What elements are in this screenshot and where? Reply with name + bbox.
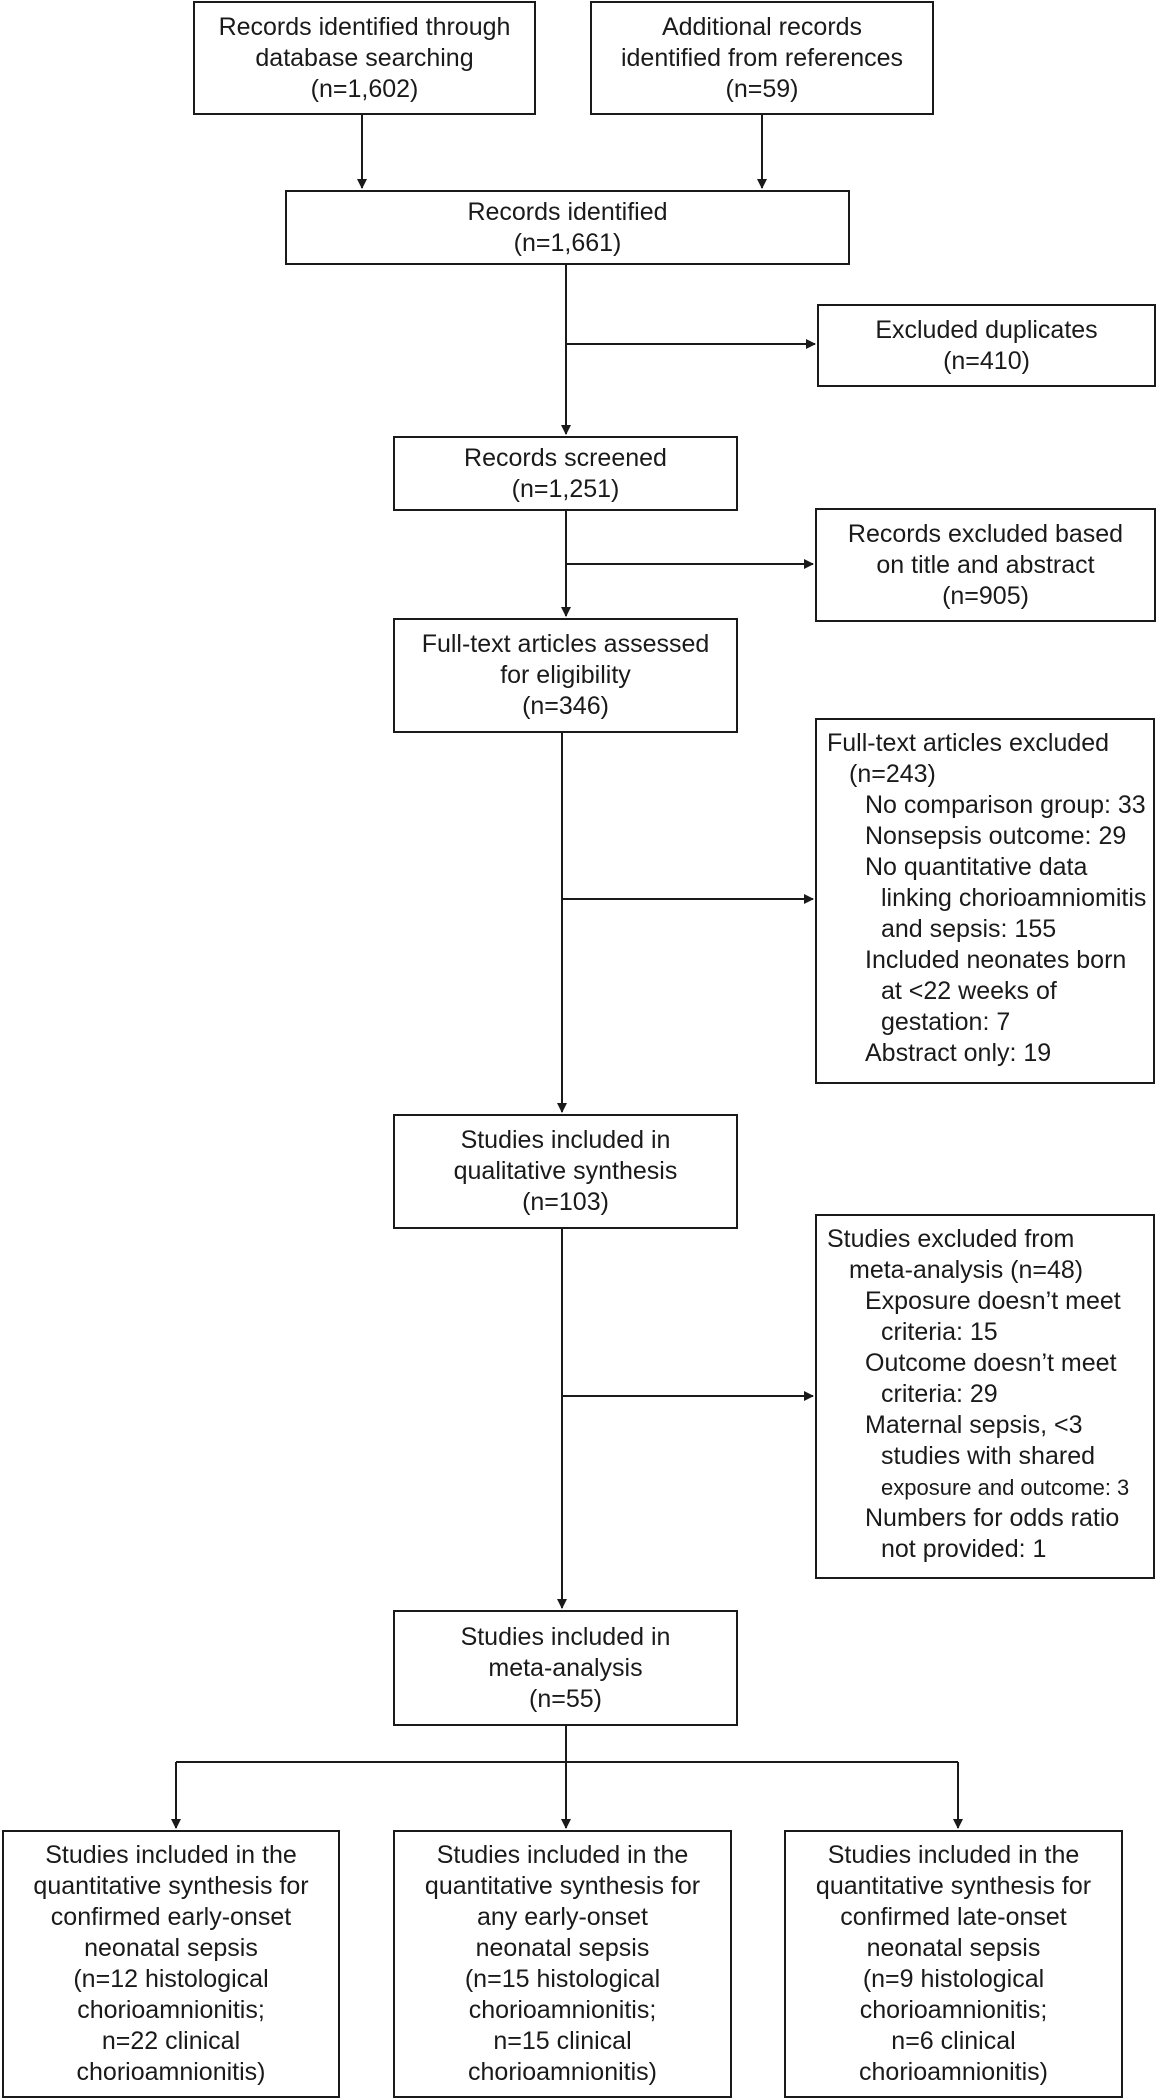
confirmed-early-onset-box-line-1: Studies included in the	[45, 1841, 297, 1869]
reason-no-quant-line3: and sepsis: 155	[881, 915, 1057, 943]
any-early-onset-box: Studies included in the quantitative synt…	[393, 1830, 732, 2098]
qualitative-synthesis-box-line-2: qualitative synthesis	[453, 1157, 678, 1185]
confirmed-early-onset-box-line-7: n=22 clinical	[101, 2027, 241, 2055]
reason-maternal-line3: exposure and outcome: 3	[881, 1475, 1130, 1500]
reason-under22: Included neonates born	[865, 946, 1127, 974]
fulltext-assessed-box-line-2: for eligibility	[500, 661, 631, 689]
confirmed-late-onset-box-line-7: n=6 clinical	[891, 2027, 1016, 2055]
confirmed-early-onset-box-line-5: (n=12 histological	[73, 1965, 269, 1993]
reason-no-comparison: No comparison group: 33	[865, 791, 1146, 819]
excluded-duplicates-box-line-1: Excluded duplicates	[875, 315, 1098, 344]
reason-exposure-line2: criteria: 15	[881, 1318, 998, 1346]
any-early-onset-box-line-3: any early-onset	[477, 1903, 648, 1931]
reason-no-quant: No quantitative data	[865, 853, 1088, 881]
meta-excluded-title: Studies excluded from	[827, 1225, 1075, 1253]
confirmed-early-onset-box-line-2: quantitative synthesis for	[33, 1872, 309, 1900]
fulltext-assessed-box-line-1: Full-text articles assessed	[421, 630, 710, 658]
reason-nonsepsis: Nonsepsis outcome: 29	[865, 822, 1127, 850]
reason-no-quant-line2: linking chorioamniomitis	[881, 884, 1147, 912]
reason-odds-ratio: Numbers for odds ratio	[865, 1504, 1120, 1532]
any-early-onset-box-line-5: (n=15 histological	[464, 1965, 661, 1993]
meta-excluded-count: meta-analysis (n=48)	[849, 1256, 1084, 1284]
reason-abstract-only: Abstract only: 19	[865, 1039, 1052, 1067]
fulltext-assessed-box-line-3: (n=346)	[522, 692, 609, 720]
title-abstract-excluded-box-line-2: on title and abstract	[876, 550, 1095, 579]
reason-odds-ratio-line2: not provided: 1	[881, 1535, 1047, 1563]
confirmed-late-onset-box-line-6: chorioamnionitis;	[859, 1996, 1048, 2024]
reason-maternal: Maternal sepsis, <3	[865, 1411, 1083, 1439]
fulltext-excluded-title: Full-text articles excluded	[827, 729, 1110, 757]
fulltext-excluded-box: Full-text articles excluded (n=243) No c…	[815, 718, 1155, 1084]
confirmed-late-onset-box: Studies included in the quantitative synt…	[784, 1830, 1123, 2098]
confirmed-early-onset-box-line-4: neonatal sepsis	[84, 1934, 258, 1962]
any-early-onset-box-line-1: Studies included in the	[436, 1841, 689, 1869]
confirmed-early-onset-box-line-3: confirmed early-onset	[50, 1903, 292, 1931]
confirmed-early-onset-box: Studies included in the quantitative synt…	[2, 1830, 340, 2098]
references-box-line-1: Additional records	[661, 12, 863, 41]
reason-outcome-line2: criteria: 29	[881, 1380, 998, 1408]
records-identified-box: Records identified(n=1,661)	[285, 190, 850, 265]
confirmed-late-onset-box-line-4: neonatal sepsis	[866, 1934, 1041, 1962]
records-screened-box-line-1: Records screened	[464, 443, 667, 472]
qualitative-synthesis-box-line-1: Studies included in	[460, 1126, 671, 1154]
title-abstract-excluded-box-line-3: (n=905)	[942, 581, 1029, 610]
records-identified-box-line-2: (n=1,661)	[513, 228, 622, 257]
confirmed-late-onset-box-line-5: (n=9 histological	[862, 1965, 1045, 1993]
references-box-line-2: identified from references	[620, 43, 904, 72]
reason-outcome: Outcome doesn’t meet	[865, 1349, 1117, 1377]
meta-analysis-box-line-2: meta-analysis	[488, 1653, 643, 1682]
reason-exposure: Exposure doesn’t meet	[865, 1287, 1121, 1315]
confirmed-early-onset-box-line-6: chorioamnionitis;	[77, 1996, 265, 2024]
records-identified-box-line-1: Records identified	[467, 197, 668, 226]
any-early-onset-box-line-2: quantitative synthesis for	[424, 1872, 701, 1900]
confirmed-late-onset-box-line-2: quantitative synthesis for	[815, 1872, 1092, 1900]
reason-under22-line2: at <22 weeks of	[881, 977, 1057, 1005]
db-search-box-line-1: Records identified through	[218, 12, 511, 41]
confirmed-early-onset-box-line-8: chorioamnionitis)	[76, 2058, 266, 2086]
references-box-line-3: (n=59)	[725, 74, 799, 103]
reason-under22-line3: gestation: 7	[881, 1008, 1011, 1036]
confirmed-late-onset-box-line-1: Studies included in the	[827, 1841, 1080, 1869]
title-abstract-excluded-box-line-1: Records excluded based	[847, 519, 1124, 548]
db-search-box-line-2: database searching	[255, 43, 474, 72]
records-screened-box: Records screened(n=1,251)	[393, 436, 738, 511]
any-early-onset-box-line-8: chorioamnionitis)	[468, 2058, 657, 2086]
meta-analysis-box-line-1: Studies included in	[460, 1622, 671, 1651]
qualitative-synthesis-box: Studies included in qualitative synthesis…	[393, 1114, 738, 1229]
records-screened-box-line-2: (n=1,251)	[511, 474, 620, 503]
reason-maternal-line2: studies with shared	[881, 1442, 1096, 1470]
excluded-duplicates-box-line-2: (n=410)	[943, 346, 1030, 375]
excluded-duplicates-box: Excluded duplicates(n=410)	[817, 304, 1156, 387]
confirmed-late-onset-box-line-8: chorioamnionitis)	[859, 2058, 1048, 2086]
any-early-onset-box-line-7: n=15 clinical	[493, 2027, 632, 2055]
fulltext-assessed-box: Full-text articles assessed for eligibili…	[393, 618, 738, 733]
meta-analysis-box-line-3: (n=55)	[529, 1684, 602, 1713]
meta-excluded-box: Studies excluded from meta-analysis (n=4…	[815, 1214, 1155, 1579]
fulltext-excluded-count: (n=243)	[849, 760, 936, 788]
any-early-onset-box-line-6: chorioamnionitis;	[468, 1996, 657, 2024]
db-search-box-line-3: (n=1,602)	[310, 74, 419, 103]
any-early-onset-box-line-4: neonatal sepsis	[475, 1934, 650, 1962]
confirmed-late-onset-box-line-3: confirmed late-onset	[840, 1903, 1067, 1931]
qualitative-synthesis-box-line-3: (n=103)	[522, 1188, 609, 1216]
